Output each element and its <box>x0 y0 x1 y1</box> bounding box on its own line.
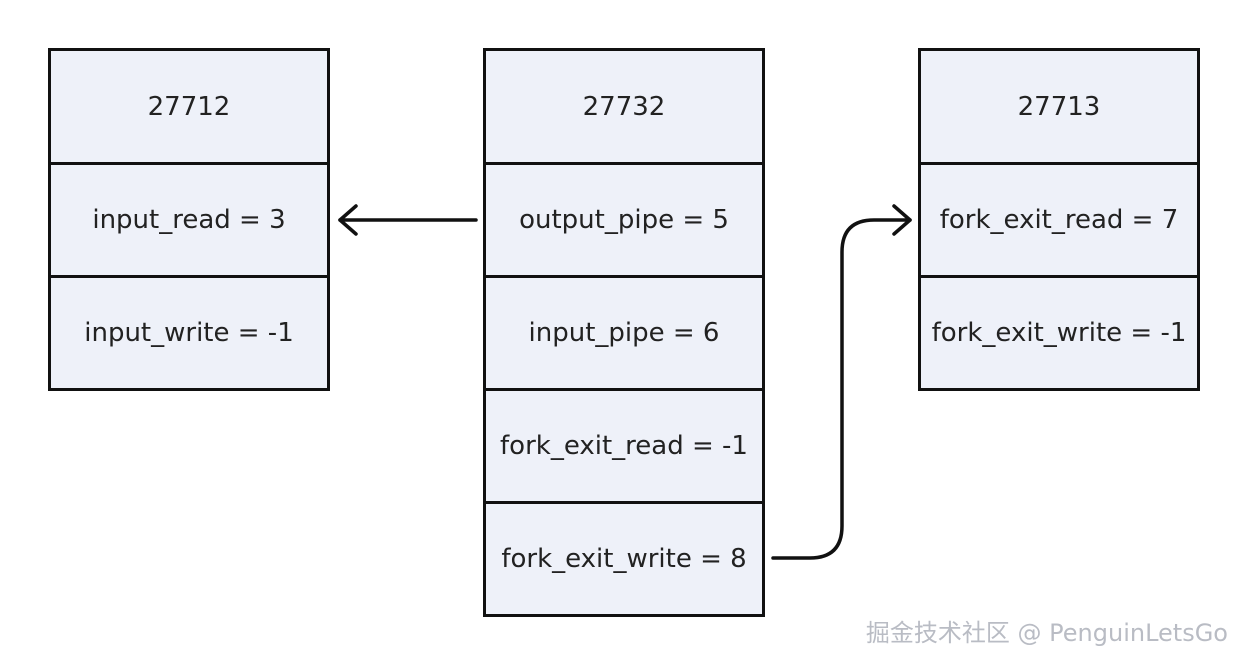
process-table-27732: 27732 output_pipe = 5 input_pipe = 6 for… <box>483 48 765 617</box>
table-row: fork_exit_write = -1 <box>921 275 1197 388</box>
table-row: fork_exit_read = -1 <box>486 388 762 501</box>
watermark: 掘金技术社区 @ PenguinLetsGo <box>865 619 1228 647</box>
table-header: 27732 <box>582 91 666 122</box>
table-row: fork_exit_read = 7 <box>921 162 1197 275</box>
process-table-27712: 27712 input_read = 3 input_write = -1 <box>48 48 330 391</box>
table-row: input_pipe = 6 <box>486 275 762 388</box>
arrowhead-right <box>892 204 912 236</box>
process-table-27713: 27713 fork_exit_read = 7 fork_exit_write… <box>918 48 1200 391</box>
table-row: output_pipe = 5 <box>486 162 762 275</box>
arrow-fork-exit-write-to-fork-exit-read <box>771 218 912 560</box>
table-header: 27712 <box>147 91 231 122</box>
table-row: input_write = -1 <box>51 275 327 388</box>
table-row: fork_exit_write = 8 <box>486 501 762 614</box>
arrowhead-left <box>338 204 358 236</box>
table-row: input_read = 3 <box>51 162 327 275</box>
table-header: 27713 <box>1017 91 1101 122</box>
